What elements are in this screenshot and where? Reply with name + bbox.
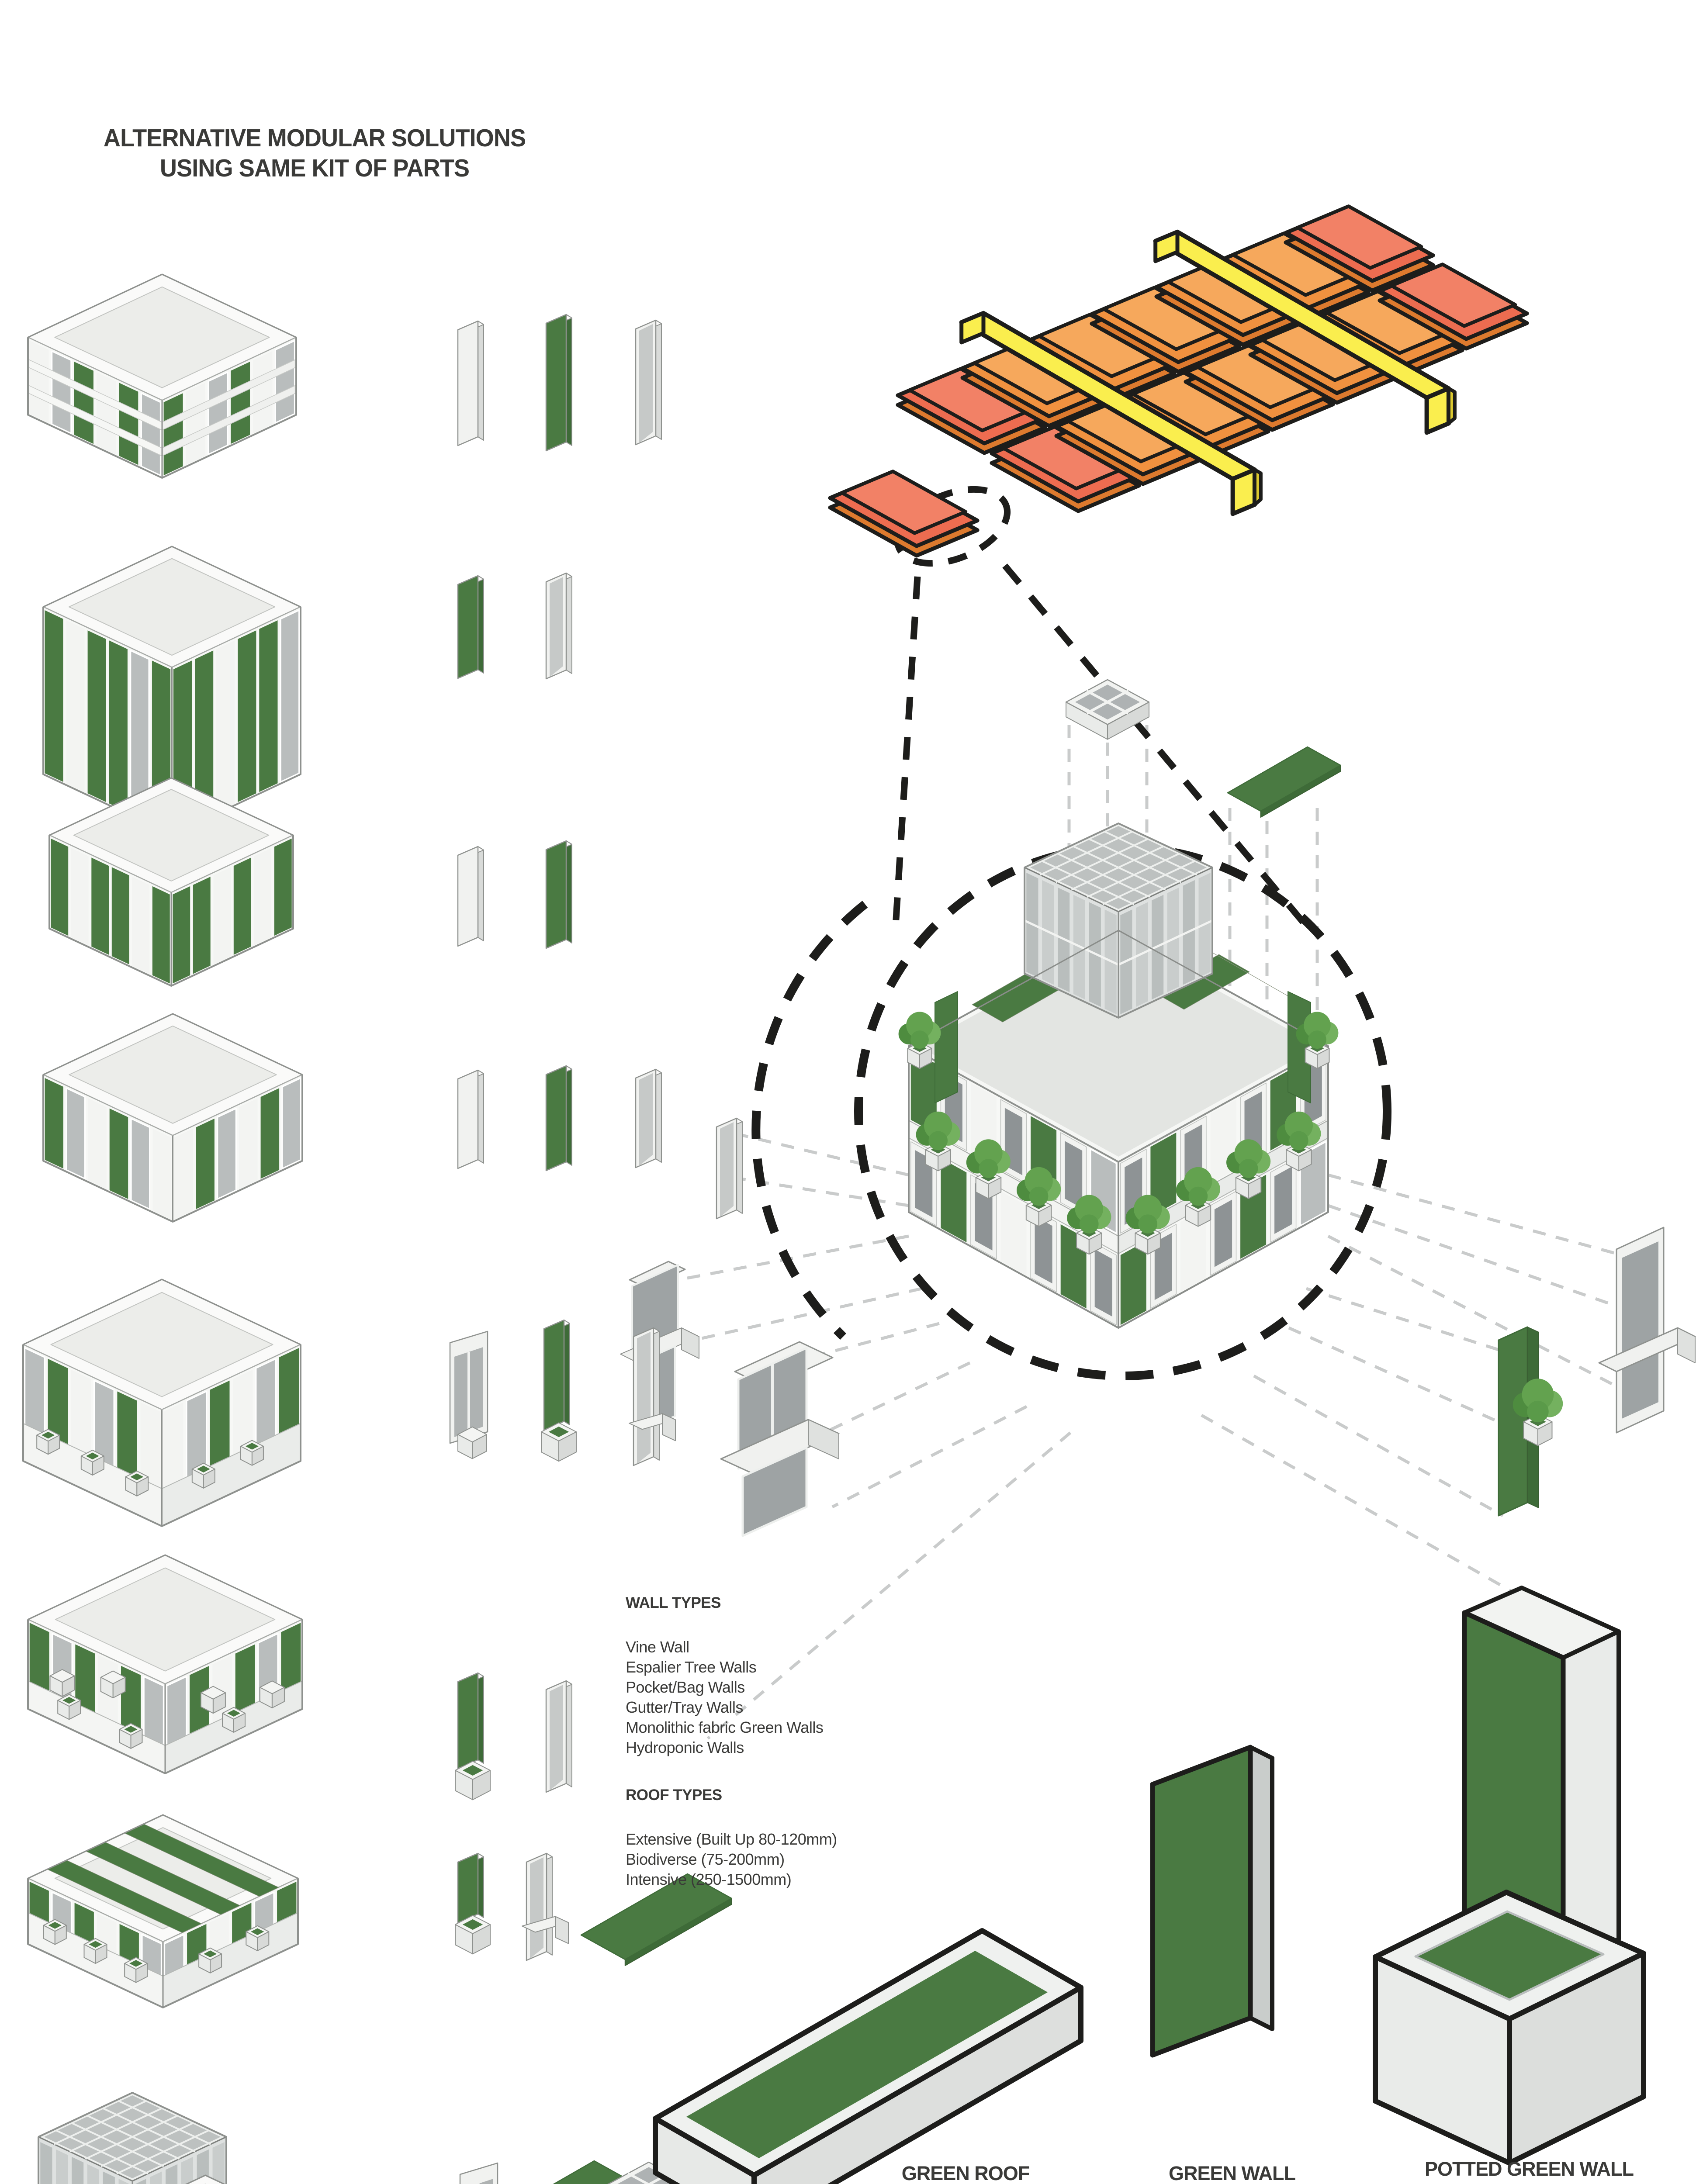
floating-kit-components (620, 679, 1696, 1537)
wall-type-item: Gutter/Tray Walls (626, 1698, 743, 1716)
green-roof-label: GREEN ROOF (901, 2162, 1030, 2184)
masterplan-bars-illustration (828, 204, 1529, 558)
exploded-building-illustration (898, 822, 1339, 1329)
wall-types-block: WALL TYPES Vine Wall Espalier Tree Walls… (626, 1594, 958, 1758)
roof-types-header: ROOF TYPES (626, 1787, 722, 1804)
green-wall-label: GREEN WALL (1169, 2162, 1296, 2184)
wall-type-item: Monolithic fabric Green Walls (626, 1718, 824, 1736)
roof-type-item: Extensive (Built Up 80-120mm) (626, 1830, 837, 1848)
roof-types-list: Extensive (Built Up 80-120mm) Biodiverse… (626, 1829, 958, 1890)
wall-type-item: Pocket/Bag Walls (626, 1678, 745, 1696)
wall-types-header: WALL TYPES (626, 1594, 721, 1611)
potted-green-wall-label: POTTED GREEN WALL (1425, 2158, 1634, 2180)
page-title: ALTERNATIVE MODULAR SOLUTIONS USING SAME… (55, 123, 574, 183)
roof-type-item: Biodiverse (75-200mm) (626, 1850, 785, 1868)
food-module-illustrations (653, 1586, 1646, 2184)
wall-type-item: Hydroponic Walls (626, 1738, 744, 1756)
left-column-illustrations (22, 273, 732, 2184)
wall-type-item: Vine Wall (626, 1638, 689, 1656)
roof-types-block: ROOF TYPES Extensive (Built Up 80-120mm)… (626, 1787, 958, 1890)
roof-type-item: Intensive (250-1500mm) (626, 1870, 792, 1888)
wall-type-item: Espalier Tree Walls (626, 1658, 757, 1676)
wall-types-list: Vine Wall Espalier Tree Walls Pocket/Bag… (626, 1637, 958, 1758)
page-title-line2: USING SAME KIT OF PARTS (159, 154, 470, 182)
page-title-line1: ALTERNATIVE MODULAR SOLUTIONS (103, 124, 526, 152)
